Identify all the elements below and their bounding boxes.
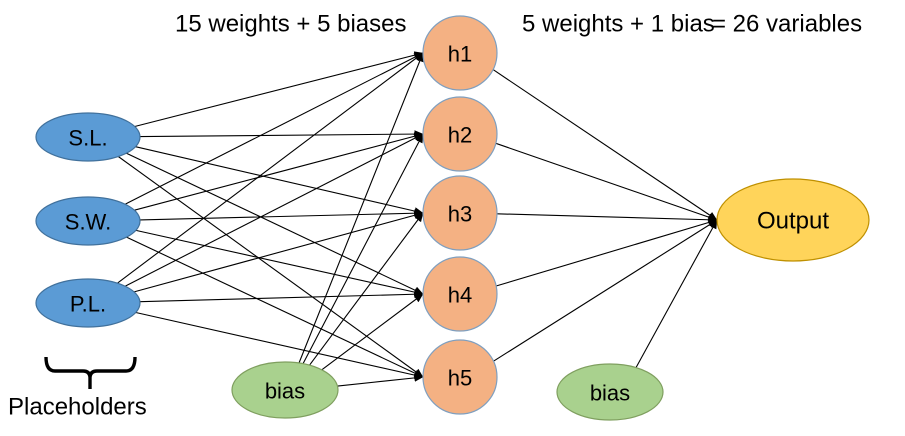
edge-input-sw-to-hidden-h3: [139, 209, 424, 221]
bias-output-shape[interactable]: [556, 363, 664, 421]
bias-hidden[interactable]: bias: [231, 361, 339, 419]
hidden-h1-shape[interactable]: [422, 15, 498, 91]
input-pl-label: P.L.: [70, 292, 106, 317]
bias-hidden-label: bias: [265, 379, 305, 404]
annotations-layer: 15 weights + 5 biases 5 weights + 1 bias=…: [8, 11, 862, 421]
placeholders-brace: [44, 356, 137, 389]
output-node[interactable]: Output: [716, 178, 870, 262]
edge-input-pl-to-hidden-h5: [135, 311, 424, 379]
edge-input-sl-to-hidden-h5: [117, 156, 424, 378]
bias-output-label: bias: [590, 381, 630, 406]
edge-hidden-h1-to-output-node: [492, 69, 718, 221]
edge-input-pl-to-hidden-h4: [139, 290, 424, 303]
edge-hidden-h2-to-output-node: [495, 142, 718, 221]
annotation-total-params: = 26 variables: [712, 11, 862, 38]
nodes-layer: S.L. S.W. P.L. h1 h2 h3 h4 h5 bias bias Output: [35, 15, 870, 421]
edge-bias-hidden-to-hidden-h4: [321, 293, 424, 371]
annotation-hidden-params: 15 weights + 5 biases: [175, 11, 406, 38]
annotation-output-params: 5 weights + 1 bias: [522, 11, 715, 38]
hidden-h5-label: h5: [448, 366, 472, 391]
hidden-h4[interactable]: h4: [422, 256, 498, 332]
input-pl-shape[interactable]: [35, 278, 141, 328]
input-sl[interactable]: S.L.: [35, 112, 141, 162]
edge-bias-hidden-to-hidden-h2: [302, 133, 424, 364]
edge-input-sl-to-hidden-h1: [134, 51, 424, 128]
edge-input-sw-to-hidden-h1: [124, 52, 424, 205]
hidden-h5-shape[interactable]: [422, 339, 498, 415]
input-sl-label: S.L.: [68, 126, 107, 151]
bias-hidden-shape[interactable]: [231, 361, 339, 419]
hidden-h1[interactable]: h1: [422, 15, 498, 91]
hidden-h2-label: h2: [448, 123, 472, 148]
edge-bias-hidden-to-hidden-h1: [298, 52, 424, 364]
hidden-h3-shape[interactable]: [422, 175, 498, 251]
input-sw-shape[interactable]: [35, 196, 141, 246]
hidden-h4-label: h4: [448, 283, 472, 308]
input-pl[interactable]: P.L.: [35, 278, 141, 328]
output-node-shape[interactable]: [716, 178, 870, 262]
edge-input-sl-to-hidden-h2: [139, 130, 424, 138]
input-sw-label: S.W.: [65, 210, 111, 235]
brace-path: [44, 356, 137, 379]
edges-layer: [117, 51, 718, 387]
edge-input-pl-to-hidden-h2: [124, 133, 424, 287]
hidden-h2[interactable]: h2: [422, 96, 498, 172]
hidden-h3[interactable]: h3: [422, 175, 498, 251]
input-sw[interactable]: S.W.: [35, 196, 141, 246]
edge-input-sl-to-hidden-h3: [135, 146, 424, 215]
edge-input-sw-to-hidden-h4: [135, 229, 424, 296]
edge-input-sw-to-hidden-h2: [134, 132, 424, 211]
edge-hidden-h5-to-output-node: [493, 219, 718, 362]
hidden-h5[interactable]: h5: [422, 339, 498, 415]
hidden-h2-shape[interactable]: [422, 96, 498, 172]
hidden-h3-label: h3: [448, 202, 472, 227]
hidden-h4-shape[interactable]: [422, 256, 498, 332]
edge-bias-output-to-output-node: [635, 219, 718, 368]
edge-input-pl-to-hidden-h1: [117, 52, 424, 284]
hidden-h1-label: h1: [448, 42, 472, 67]
edge-input-sw-to-hidden-h5: [126, 236, 424, 378]
edge-input-sl-to-hidden-h4: [126, 152, 424, 295]
placeholders-label: Placeholders: [8, 394, 147, 421]
edge-bias-hidden-to-hidden-h3: [309, 212, 424, 366]
input-sl-shape[interactable]: [35, 112, 141, 162]
edge-hidden-h4-to-output-node: [495, 218, 718, 287]
edge-bias-hidden-to-hidden-h5: [337, 374, 424, 387]
output-node-label: Output: [757, 208, 829, 235]
edge-hidden-h3-to-output-node: [496, 213, 718, 224]
bias-output[interactable]: bias: [556, 363, 664, 421]
